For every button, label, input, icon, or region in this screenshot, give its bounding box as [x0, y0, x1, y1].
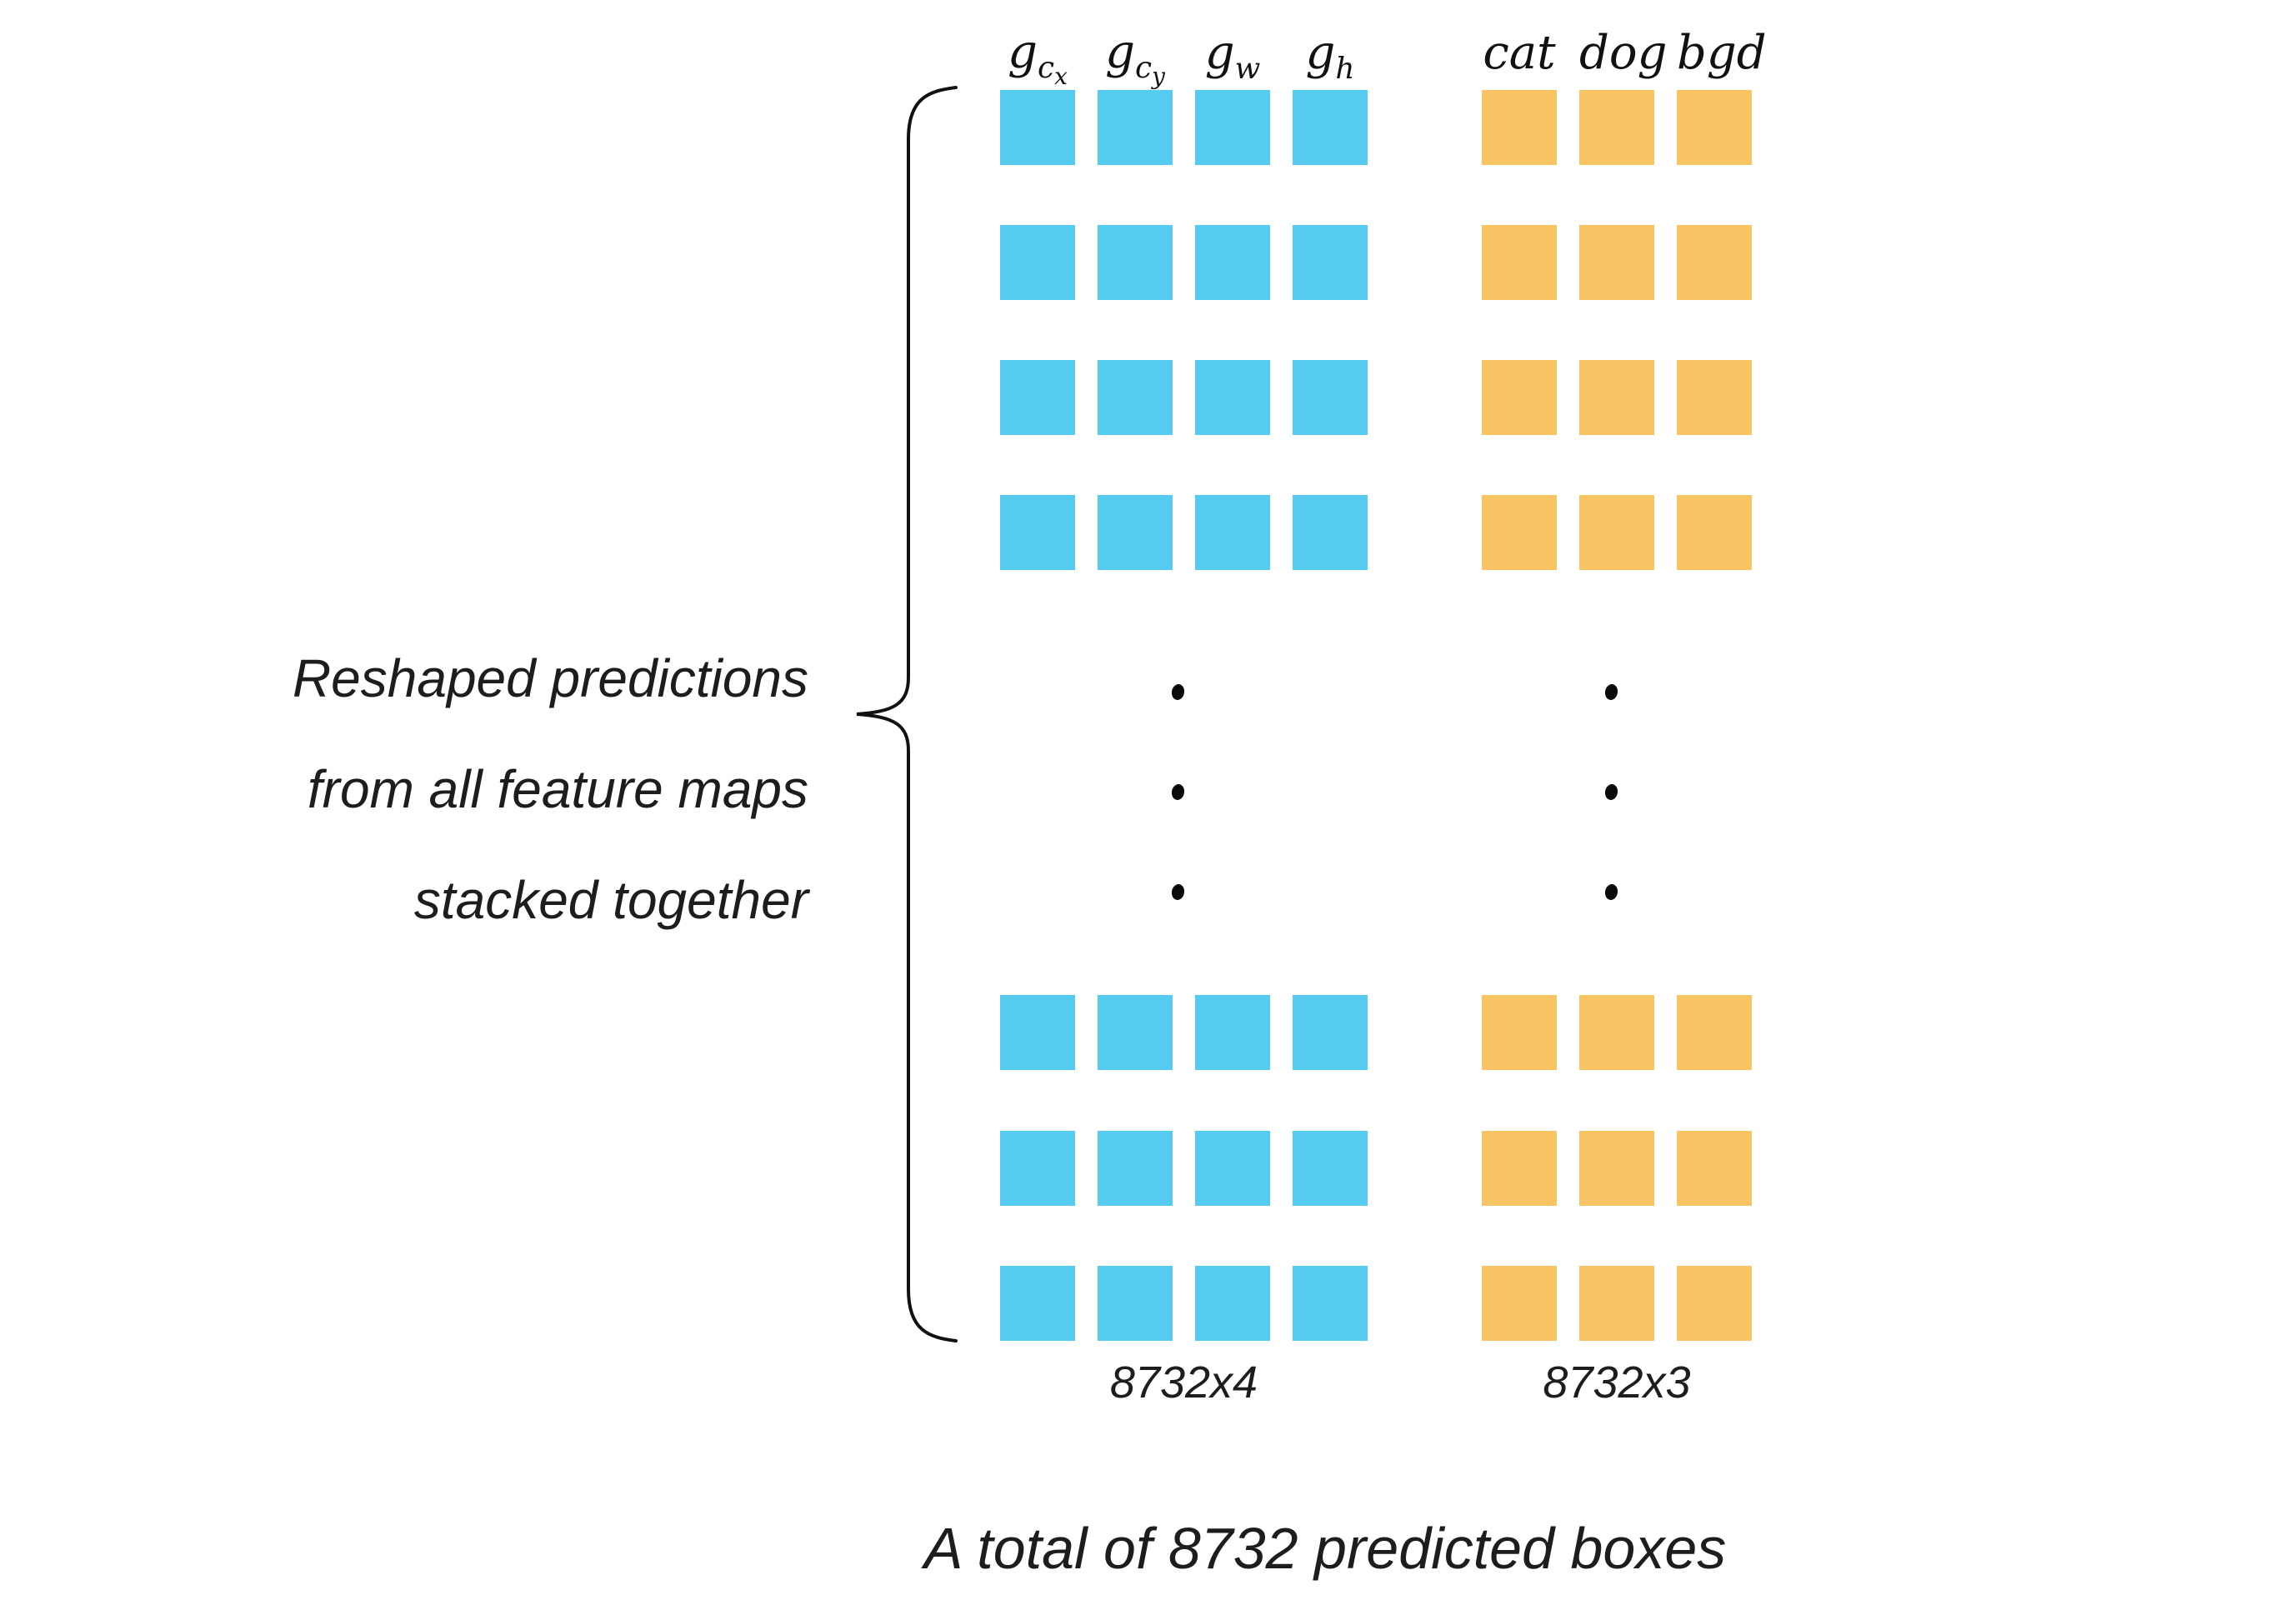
- loc-matrix-cell: [1195, 995, 1270, 1070]
- loc-matrix-cell: [1098, 1266, 1173, 1341]
- loc-matrix-cell: [1000, 1131, 1075, 1206]
- loc-matrix-cell: [1000, 1266, 1075, 1341]
- cls-matrix-cell: [1482, 225, 1557, 300]
- cls-matrix-cell: [1579, 495, 1654, 570]
- loc-column-header: gw: [1204, 26, 1261, 87]
- curly-brace-icon: [856, 86, 958, 1342]
- cls-matrix-cell: [1677, 225, 1752, 300]
- loc-matrix-cell: [1098, 495, 1173, 570]
- loc-matrix-cell: [1293, 495, 1368, 570]
- cls-matrix-cell: [1482, 1131, 1557, 1206]
- cls-matrix-dims-label: 8732x3: [1543, 1358, 1691, 1408]
- cls-matrix-cell: [1677, 495, 1752, 570]
- cls-matrix-cell: [1482, 495, 1557, 570]
- side-label: Reshaped predictions from all feature ma…: [250, 623, 808, 956]
- loc-matrix-cell: [1098, 90, 1173, 165]
- loc-matrix-cell: [1000, 360, 1075, 435]
- cls-matrix-cell: [1482, 1266, 1557, 1341]
- cls-matrix-cell: [1482, 995, 1557, 1070]
- cls-ellipsis-dot: [1603, 882, 1619, 902]
- loc-matrix-cell: [1098, 360, 1173, 435]
- cls-matrix-cell: [1482, 360, 1557, 435]
- loc-ellipsis-dot: [1170, 682, 1186, 702]
- cls-matrix-cell: [1579, 225, 1654, 300]
- loc-column-header: gcy: [1105, 24, 1165, 90]
- loc-matrix-cell: [1000, 90, 1075, 165]
- side-label-line-3: stacked together: [413, 870, 808, 930]
- loc-matrix-cell: [1098, 225, 1173, 300]
- loc-matrix-cell: [1195, 225, 1270, 300]
- cls-matrix-cell: [1677, 90, 1752, 165]
- loc-matrix-cell: [1098, 995, 1173, 1070]
- cls-matrix-cell: [1482, 90, 1557, 165]
- loc-matrix-cell: [1293, 225, 1368, 300]
- cls-matrix-cell: [1677, 360, 1752, 435]
- cls-ellipsis-dot: [1603, 782, 1619, 802]
- cls-matrix-cell: [1677, 1266, 1752, 1341]
- loc-column-header: gcx: [1008, 24, 1068, 90]
- cls-column-header: bgd: [1677, 26, 1767, 80]
- loc-matrix-cell: [1000, 225, 1075, 300]
- cls-matrix-cell: [1677, 1131, 1752, 1206]
- loc-matrix-cell: [1195, 1266, 1270, 1341]
- loc-ellipsis-dot: [1170, 882, 1186, 902]
- loc-matrix-cell: [1293, 995, 1368, 1070]
- cls-matrix-cell: [1677, 995, 1752, 1070]
- cls-matrix-cell: [1579, 90, 1654, 165]
- cls-column-header: cat: [1483, 26, 1556, 80]
- loc-matrix-cell: [1293, 1266, 1368, 1341]
- loc-matrix-cell: [1293, 90, 1368, 165]
- loc-matrix-cell: [1098, 1131, 1173, 1206]
- cls-matrix-cell: [1579, 1266, 1654, 1341]
- side-label-line-1: Reshaped predictions: [292, 648, 808, 708]
- loc-matrix-cell: [1293, 1131, 1368, 1206]
- loc-matrix-cell: [1195, 360, 1270, 435]
- cls-column-header: dog: [1579, 26, 1668, 80]
- cls-matrix-cell: [1579, 1131, 1654, 1206]
- loc-matrix-cell: [1293, 360, 1368, 435]
- loc-matrix-cell: [1195, 90, 1270, 165]
- loc-ellipsis-dot: [1170, 782, 1186, 802]
- loc-matrix-cell: [1000, 495, 1075, 570]
- loc-matrix-cell: [1195, 495, 1270, 570]
- cls-ellipsis-dot: [1603, 682, 1619, 702]
- loc-matrix-cell: [1000, 995, 1075, 1070]
- loc-matrix-cell: [1195, 1131, 1270, 1206]
- cls-matrix-cell: [1579, 995, 1654, 1070]
- loc-matrix-dims-label: 8732x4: [1109, 1358, 1258, 1408]
- side-label-line-2: from all feature maps: [307, 759, 808, 819]
- total-boxes-caption: A total of 8732 predicted boxes: [923, 1516, 1727, 1581]
- cls-matrix-cell: [1579, 360, 1654, 435]
- loc-column-header: gh: [1305, 26, 1355, 87]
